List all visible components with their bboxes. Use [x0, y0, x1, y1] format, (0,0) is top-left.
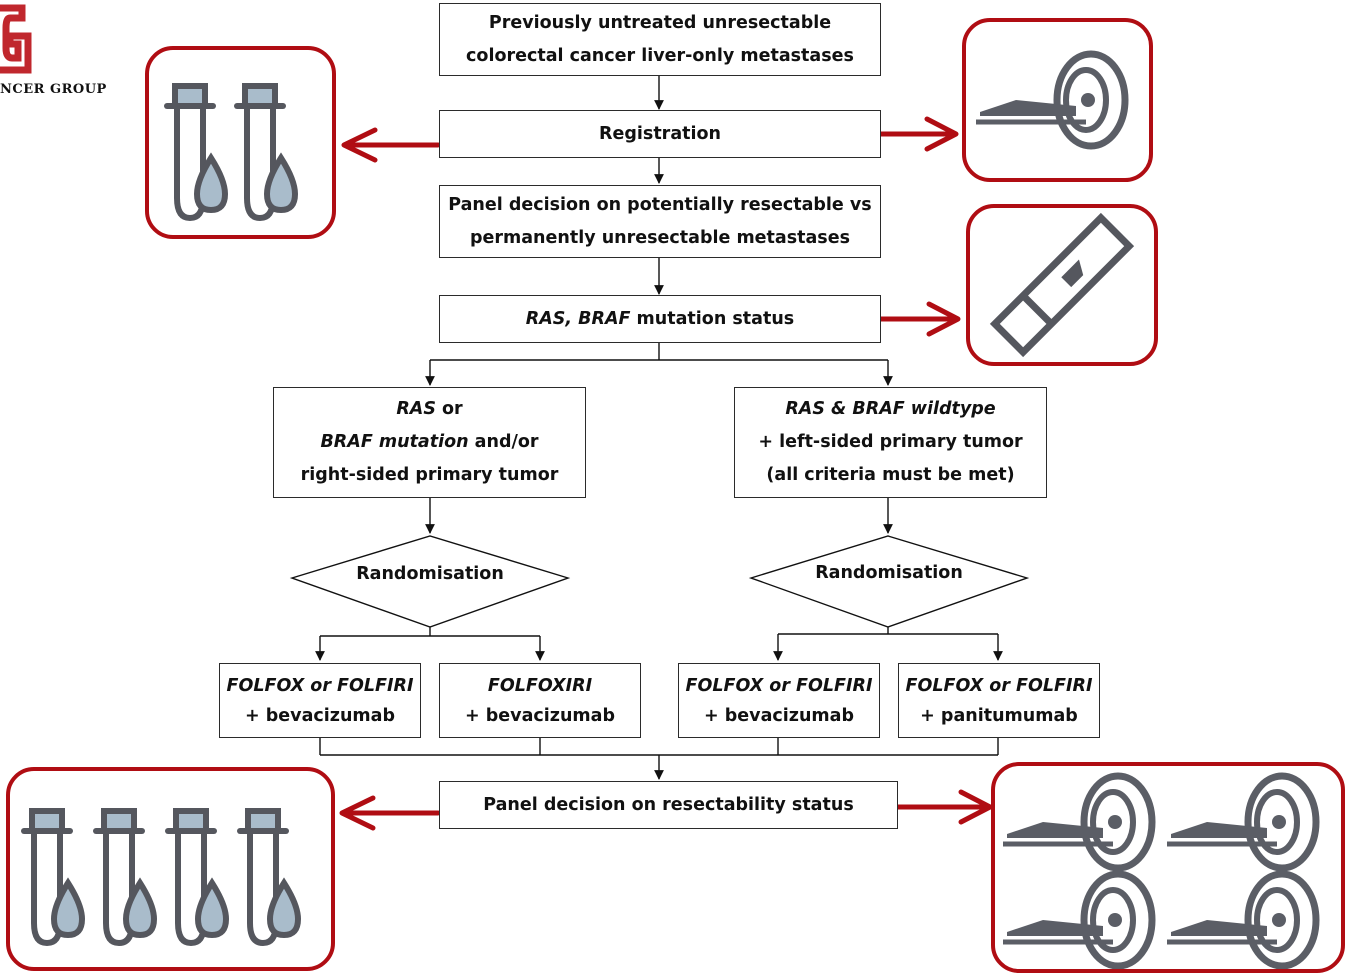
left-group-box: RAS or BRAF mutation and/or right-sided …	[273, 387, 586, 498]
untreated-line1: Previously untreated unresectable	[488, 12, 832, 33]
logo-mark-icon	[0, 4, 32, 74]
panel-decision-box: Panel decision on potentially resectable…	[439, 185, 881, 258]
ct-scanner-icon	[976, 50, 1129, 150]
arm4-line2: + panitumumab	[920, 705, 1078, 726]
arm1-line1: FOLFOX or FOLFIRI	[226, 675, 414, 696]
logo: NCER GROUP	[0, 0, 120, 110]
arm-box-3: FOLFOX or FOLFIRI + bevacizumab	[678, 663, 880, 738]
arm2-line1: FOLFOXIRI	[487, 675, 593, 696]
left-group-braf: BRAF mutation	[320, 432, 469, 452]
mutation-genes: RAS, BRAF	[525, 308, 631, 329]
panel-decision-line1: Panel decision on potentially resectable…	[448, 194, 872, 215]
left-group-andor: and/or	[468, 432, 539, 452]
right-group-line1: RAS & BRAF wildtype	[785, 399, 996, 419]
decision-diamond-left	[289, 535, 571, 628]
arm1-line2: + bevacizumab	[245, 705, 395, 726]
arm-box-2: FOLFOXIRI + bevacizumab	[439, 663, 641, 738]
randomisation-right-label: Randomisation	[815, 563, 963, 583]
blood-tube-icon	[21, 808, 302, 947]
ct-scanner-top-frame	[962, 18, 1153, 182]
untreated-line2: colorectal cancer liver-only metastases	[466, 45, 854, 66]
right-group-line2: + left-sided primary tumor	[758, 432, 1023, 452]
arm-box-4: FOLFOX or FOLFIRI + panitumumab	[898, 663, 1100, 738]
left-group-or: or	[435, 399, 463, 419]
ct-scanner-bottom-frame	[991, 762, 1345, 973]
untreated-box: Previously untreated unresectable colore…	[439, 3, 881, 76]
left-group-line2: BRAF mutation and/or	[320, 426, 538, 459]
panel-resectability-label: Panel decision on resectability status	[483, 794, 854, 815]
mutation-status-label: RAS, BRAF mutation status	[526, 303, 794, 336]
panel-resectability-box: Panel decision on resectability status	[439, 781, 898, 829]
arm2-line2: + bevacizumab	[465, 705, 615, 726]
panel-decision-line2: permanently unresectable metastases	[469, 227, 851, 248]
decision-diamond-right	[748, 535, 1030, 628]
arm3-line2: + bevacizumab	[704, 705, 854, 726]
blood-tube-icon	[164, 83, 299, 222]
right-group-box: RAS & BRAF wildtype + left-sided primary…	[734, 387, 1047, 498]
mutation-status-box: RAS, BRAF mutation status	[439, 295, 881, 343]
randomisation-left-label: Randomisation	[356, 564, 504, 584]
arm4-line1: FOLFOX or FOLFIRI	[905, 675, 1093, 696]
arm-box-1: FOLFOX or FOLFIRI + bevacizumab	[219, 663, 421, 738]
registration-label: Registration	[599, 123, 721, 144]
tissue-slide-icon	[989, 212, 1135, 358]
left-group-line1: RAS or	[396, 393, 462, 426]
right-group-line3: (all criteria must be met)	[766, 465, 1015, 485]
ct-scanner-icon	[1003, 772, 1320, 969]
left-group-line3: right-sided primary tumor	[300, 465, 559, 485]
registration-box: Registration	[439, 110, 881, 158]
left-group-ras: RAS	[396, 399, 436, 419]
mutation-rest: mutation status	[630, 308, 795, 329]
blood-tubes-bottom-frame	[6, 767, 335, 971]
arm3-line1: FOLFOX or FOLFIRI	[685, 675, 873, 696]
blood-tubes-top-frame	[145, 46, 336, 239]
tissue-slide-frame	[966, 204, 1158, 366]
logo-text: NCER GROUP	[0, 82, 107, 97]
